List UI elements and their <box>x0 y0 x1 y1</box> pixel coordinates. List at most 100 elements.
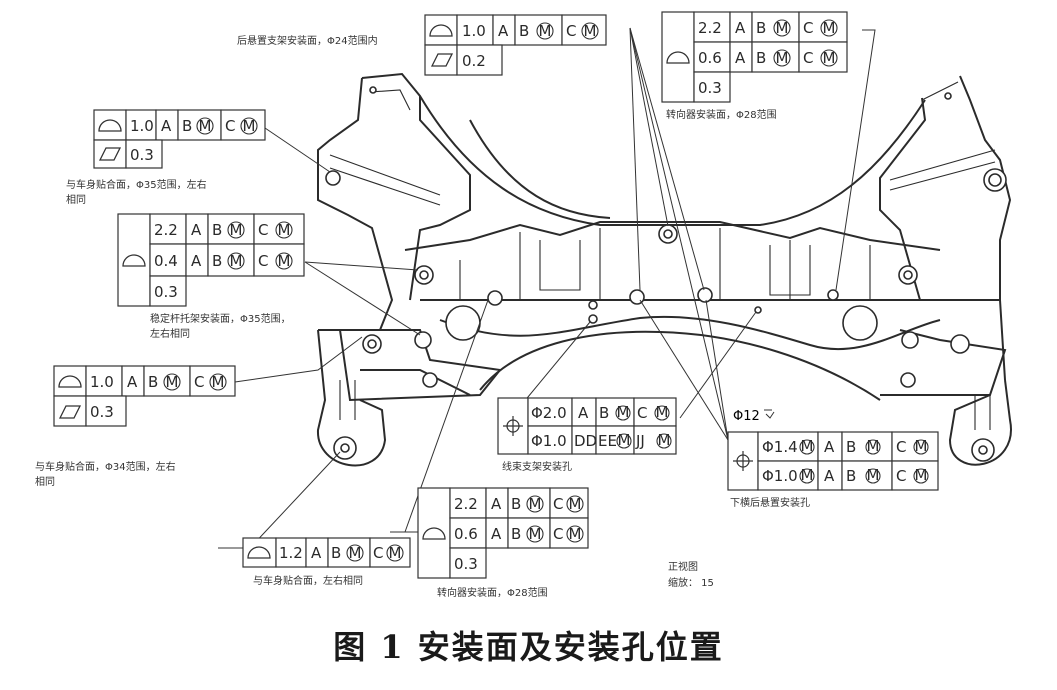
svg-text:M: M <box>212 373 225 391</box>
hole-arm-right-inner <box>978 445 988 455</box>
svg-text:M: M <box>389 544 402 562</box>
bushing-left <box>445 305 481 341</box>
svg-text:M: M <box>569 495 582 513</box>
note-lower-mount-hole: 下横后悬置安装孔 <box>730 496 810 509</box>
fcf-left-mid-datum-c-2: C <box>258 252 268 270</box>
mmc-modifier-icon <box>616 433 632 449</box>
svg-text:M: M <box>539 22 552 40</box>
hole-steering-left <box>487 290 503 306</box>
fcf-position-mid-datum-dd: DD <box>574 432 597 450</box>
fcf-left-mid-datum-c-1: C <box>258 221 268 239</box>
fcf-left-upper-datum-c: C <box>225 117 235 135</box>
fcf-position-mid-datum-a: A <box>578 404 589 422</box>
fcf-left-mid-datum-b-1: B <box>212 221 222 239</box>
svg-text:M: M <box>243 117 256 135</box>
position-icon <box>733 451 753 471</box>
fcf-left-mid-tol-1: 2.2 <box>154 221 178 239</box>
mmc-modifier-icon <box>820 19 838 37</box>
fcf-position-right-tol-2: Φ1.0 <box>762 467 798 485</box>
hole-body-left-upper <box>325 170 341 186</box>
note-body-face-left-upper-2: 相同 <box>66 193 86 206</box>
mmc-modifier-icon <box>275 221 293 239</box>
fcf-left-mid-datum-a-2: A <box>191 252 202 270</box>
notes: 后悬置支架安装面，Φ24范围内 转向器安装面，Φ28范围 与车身贴合面，Φ35范… <box>35 34 810 599</box>
fcf-bottom-center-datum-a-2: A <box>491 525 502 543</box>
svg-text:M: M <box>801 466 814 484</box>
fcf-position-right-datum-b-1: B <box>846 438 856 456</box>
hole-tower-left <box>369 86 377 94</box>
fcf-left-mid-tol-2: 0.4 <box>154 252 178 270</box>
note-scale-label: 缩放： 15 <box>668 576 714 589</box>
leader-lines <box>218 27 876 549</box>
mmc-modifier-icon <box>615 405 631 421</box>
mmc-modifier-icon <box>799 468 815 484</box>
fcf-top-center-datum-b: B <box>519 22 529 40</box>
svg-text:M: M <box>349 544 362 562</box>
hole-cross-left <box>422 372 438 388</box>
fcf-left-mid-datum-a-1: A <box>191 221 202 239</box>
note-rear-mount-face: 后悬置支架安装面，Φ24范围内 <box>237 34 378 47</box>
profile-of-surface-icon <box>422 527 446 540</box>
fcf-position-mid-datum-c: C <box>637 404 647 422</box>
mmc-modifier-icon <box>820 49 838 67</box>
fcf-top-right-datum-b-1: B <box>756 19 766 37</box>
svg-text:M: M <box>230 252 243 270</box>
fcf-bottom-center-datum-a-1: A <box>491 495 502 513</box>
fcf-left-lower-datum-a: A <box>127 373 138 391</box>
note-steering-mount-bottom: 转向器安装面，Φ28范围 <box>437 586 548 599</box>
fcf-left-mid-datum-b-2: B <box>212 252 222 270</box>
bushing-right <box>842 305 878 341</box>
svg-text:M: M <box>278 221 291 239</box>
hole-body-right-upper-inner <box>988 173 1002 187</box>
fcf-left-lower-flatness: 0.3 <box>90 403 114 421</box>
phi12-label: Φ12 <box>733 409 760 424</box>
fcf-position-right-datum-a-1: A <box>824 438 835 456</box>
mmc-modifier-icon <box>227 252 245 270</box>
mmc-modifier-icon <box>865 439 881 455</box>
hole-cross-right <box>900 372 916 388</box>
fcf-top-right-datum-a-2: A <box>735 49 746 67</box>
mmc-modifier-icon <box>386 544 404 562</box>
fcf-position-mid: Φ2.0 A B M C M Φ1.0 DD EE M JJ M <box>497 397 677 455</box>
mmc-modifier-icon <box>656 433 672 449</box>
profile-of-surface-icon <box>98 119 122 132</box>
hole-lower-left <box>414 331 432 349</box>
flatness-icon <box>430 53 454 67</box>
svg-text:M: M <box>823 49 836 67</box>
fcf-top-right-datum-c-1: C <box>803 19 813 37</box>
fcf-bottom-center-datum-b-2: B <box>511 525 521 543</box>
mmc-modifier-icon <box>799 439 815 455</box>
hole-arm-left-inner <box>340 443 350 453</box>
fcf-bottom-center-datum-b-1: B <box>511 495 521 513</box>
hole-stabilizer-left-inner <box>419 270 429 280</box>
flatness-icon <box>58 405 82 419</box>
profile-of-surface-icon <box>429 24 453 37</box>
note-stabilizer-face: 稳定杆托架安装面，Φ35范围， <box>150 312 291 325</box>
mmc-modifier-icon <box>227 221 245 239</box>
mmc-modifier-icon <box>581 22 599 40</box>
svg-text:M: M <box>656 403 669 421</box>
svg-text:M: M <box>915 437 928 455</box>
fcf-position-mid-tol-2: Φ1.0 <box>531 432 567 450</box>
svg-text:M: M <box>584 22 597 40</box>
svg-text:M: M <box>529 495 542 513</box>
hole-lower-right <box>901 331 919 349</box>
fcf-position-right-datum-c-2: C <box>896 467 906 485</box>
mmc-modifier-icon <box>275 252 293 270</box>
mmc-modifier-icon <box>773 49 791 67</box>
fcf-left-upper-flatness: 0.3 <box>130 146 154 164</box>
hole-rear-mount-inner <box>663 229 673 239</box>
figure-caption: 图 1 安装面及安装孔位置 <box>333 628 724 666</box>
fcf-left-upper: 1.0 A B M C M 0.3 <box>93 109 266 169</box>
hole-harness-2 <box>588 314 598 324</box>
profile-of-surface-icon <box>247 546 271 559</box>
fcf-bottom-left-datum-a: A <box>311 544 322 562</box>
mmc-modifier-icon <box>773 19 791 37</box>
note-body-face-left-lower-2: 相同 <box>35 475 55 488</box>
fcf-top-center-flatness: 0.2 <box>462 52 486 70</box>
fcf-top-center-datum-c: C <box>566 22 576 40</box>
subframe-part <box>316 72 1012 467</box>
hole-body-left-lower-inner <box>367 339 377 349</box>
note-steering-mount-top: 转向器安装面，Φ28范围 <box>666 108 777 121</box>
